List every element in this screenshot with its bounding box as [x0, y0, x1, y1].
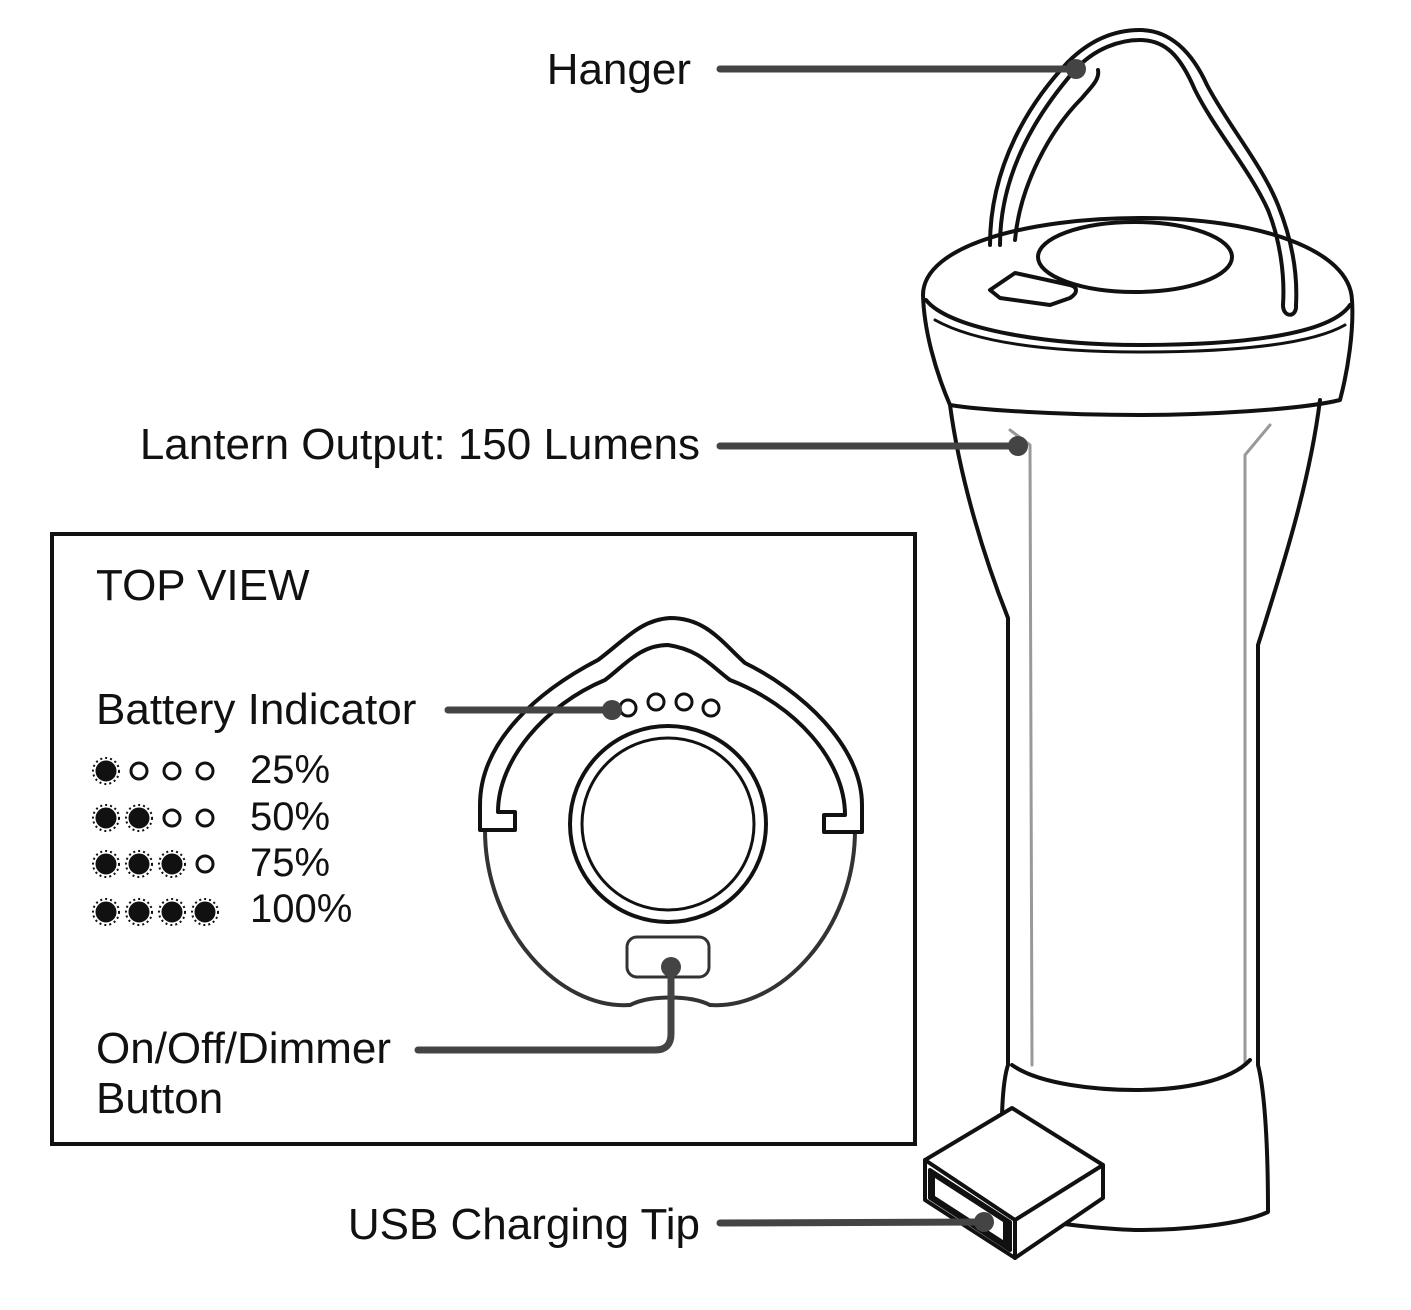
top-view-handle [478, 616, 864, 834]
level-label: 25% [250, 748, 331, 792]
battery-dot-lit [95, 853, 117, 875]
battery-dot-unlit [195, 808, 215, 828]
top-view-dome-outer [568, 724, 768, 924]
battery-dot-glow [191, 898, 219, 926]
battery-level-row [92, 898, 219, 926]
button-label-line1: On/Off/Dimmer [96, 1024, 392, 1073]
level-label: 75% [250, 841, 331, 885]
button-label: On/Off/Dimmer Button [96, 1024, 391, 1123]
level-label: 50% [250, 795, 331, 839]
battery-dot-lit [128, 853, 150, 875]
top-view-title: TOP VIEW [96, 561, 310, 610]
lantern-body [948, 398, 1322, 1232]
battery-dot-lit [128, 901, 150, 923]
button-label-line2: Button [96, 1073, 224, 1123]
battery-dot-lit [128, 807, 150, 829]
top-view-box [50, 532, 917, 1146]
battery-dot-lit [161, 853, 183, 875]
usb-tip-shape [923, 1106, 1105, 1260]
lantern-illustration [921, 28, 1355, 1260]
battery-dot-glow [92, 804, 120, 832]
top-view-leaders [414, 706, 675, 1054]
battery-dot-lit [194, 901, 216, 923]
top-view-illustration [478, 616, 864, 1008]
battery-dot-glow [125, 898, 153, 926]
leader-lines [716, 59, 1086, 1232]
battery-dot-glow [92, 850, 120, 878]
top-view-dome-inner [580, 736, 756, 912]
battery-levels [92, 757, 219, 926]
battery-level-row [92, 804, 215, 832]
top-cap [921, 216, 1355, 417]
battery-dot-unlit [162, 808, 182, 828]
top-dome [1036, 220, 1234, 294]
battery-dot-unlit [195, 854, 215, 874]
battery-dot-glow [125, 804, 153, 832]
battery-dot-glow [125, 850, 153, 878]
battery-level-row [92, 850, 215, 878]
hanger-shape [988, 28, 1299, 317]
battery-dot-glow [92, 757, 120, 785]
usb-tip-label: USB Charging Tip [347, 1200, 700, 1249]
battery-dot-lit [161, 901, 183, 923]
lantern-output-label: Lantern Output: 150 Lumens [139, 420, 700, 469]
battery-dot-lit [95, 901, 117, 923]
battery-dot-glow [92, 898, 120, 926]
battery-level-row [92, 757, 215, 785]
level-label: 100% [250, 887, 353, 931]
battery-dot-glow [158, 898, 186, 926]
hanger-label: Hanger [546, 45, 691, 94]
battery-dot-unlit [162, 761, 182, 781]
battery-dot-lit [95, 760, 117, 782]
battery-dot-unlit [195, 761, 215, 781]
battery-dot-glow [158, 850, 186, 878]
cap-button [988, 271, 1078, 307]
battery-dot-lit [95, 807, 117, 829]
battery-indicator-label: Battery Indicator [96, 685, 417, 734]
battery-dot-unlit [129, 761, 149, 781]
